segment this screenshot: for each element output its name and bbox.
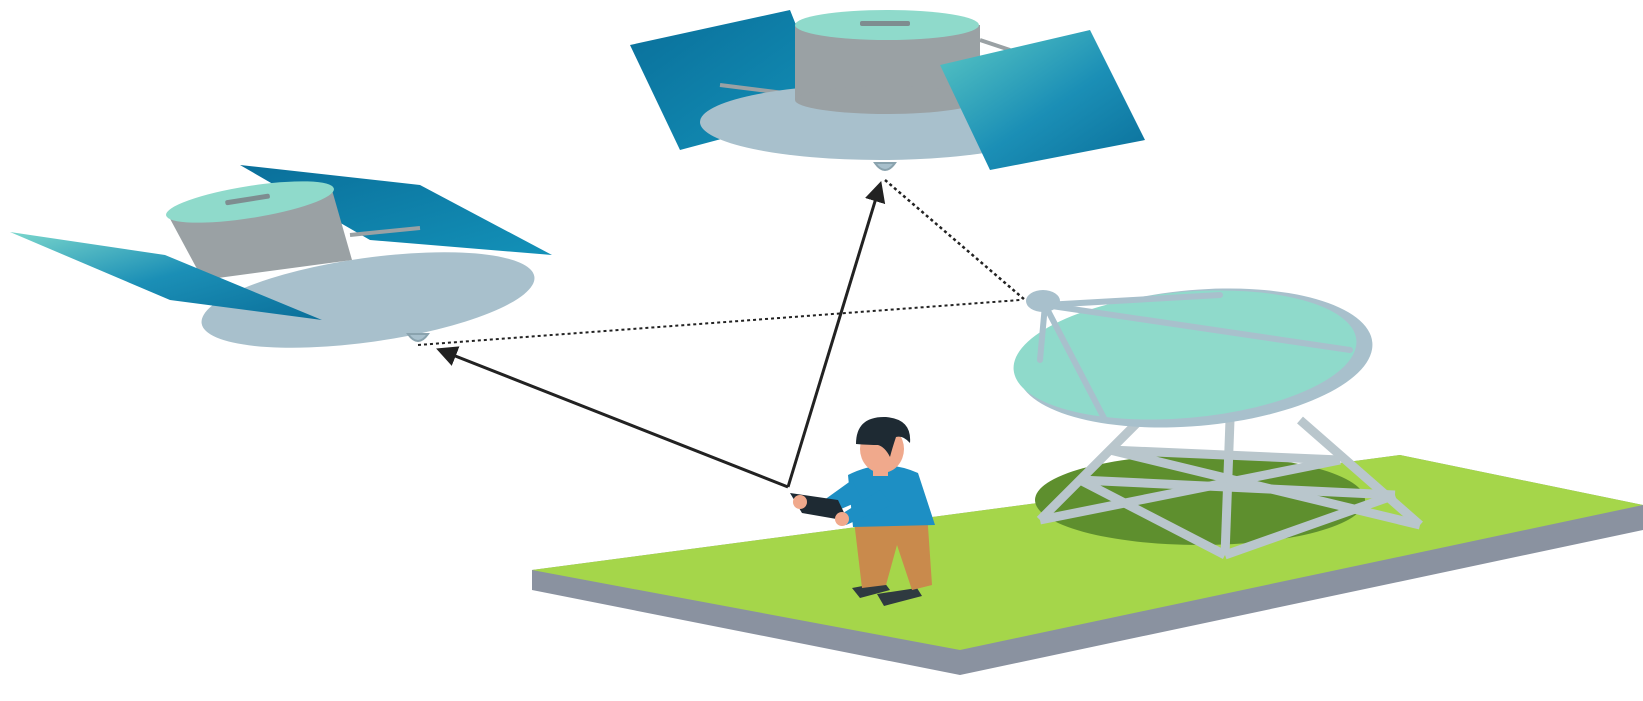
person-with-tablet [790,416,935,606]
satellite-base-dish [201,252,535,348]
feed-horn-icon [1026,290,1060,312]
satellite-body-top [166,181,334,223]
satellite-top [630,10,1145,171]
dotted-link-left-satellite-to-dish [417,299,1021,346]
hair [856,416,911,457]
solar-panel-front [10,232,322,320]
antenna-feed-icon [406,333,430,342]
solar-panel-right [940,30,1145,170]
arrow-to-left-satellite [436,346,789,489]
shoe-left [852,582,890,598]
arrow-to-top-satellite [786,180,886,488]
antenna-feed-icon [873,162,897,171]
lattice-tower [1036,416,1423,560]
ground-station-dish [1013,288,1423,560]
satellite-left [10,165,552,348]
legs [853,512,932,590]
dotted-link-top-satellite-to-dish [884,179,1026,301]
hand-left [793,495,807,509]
dotted-links [417,179,1026,346]
shoe-right [877,588,922,606]
hand-right [835,512,849,526]
uplink-arrows [436,180,886,489]
dish-reflector [1013,290,1357,420]
